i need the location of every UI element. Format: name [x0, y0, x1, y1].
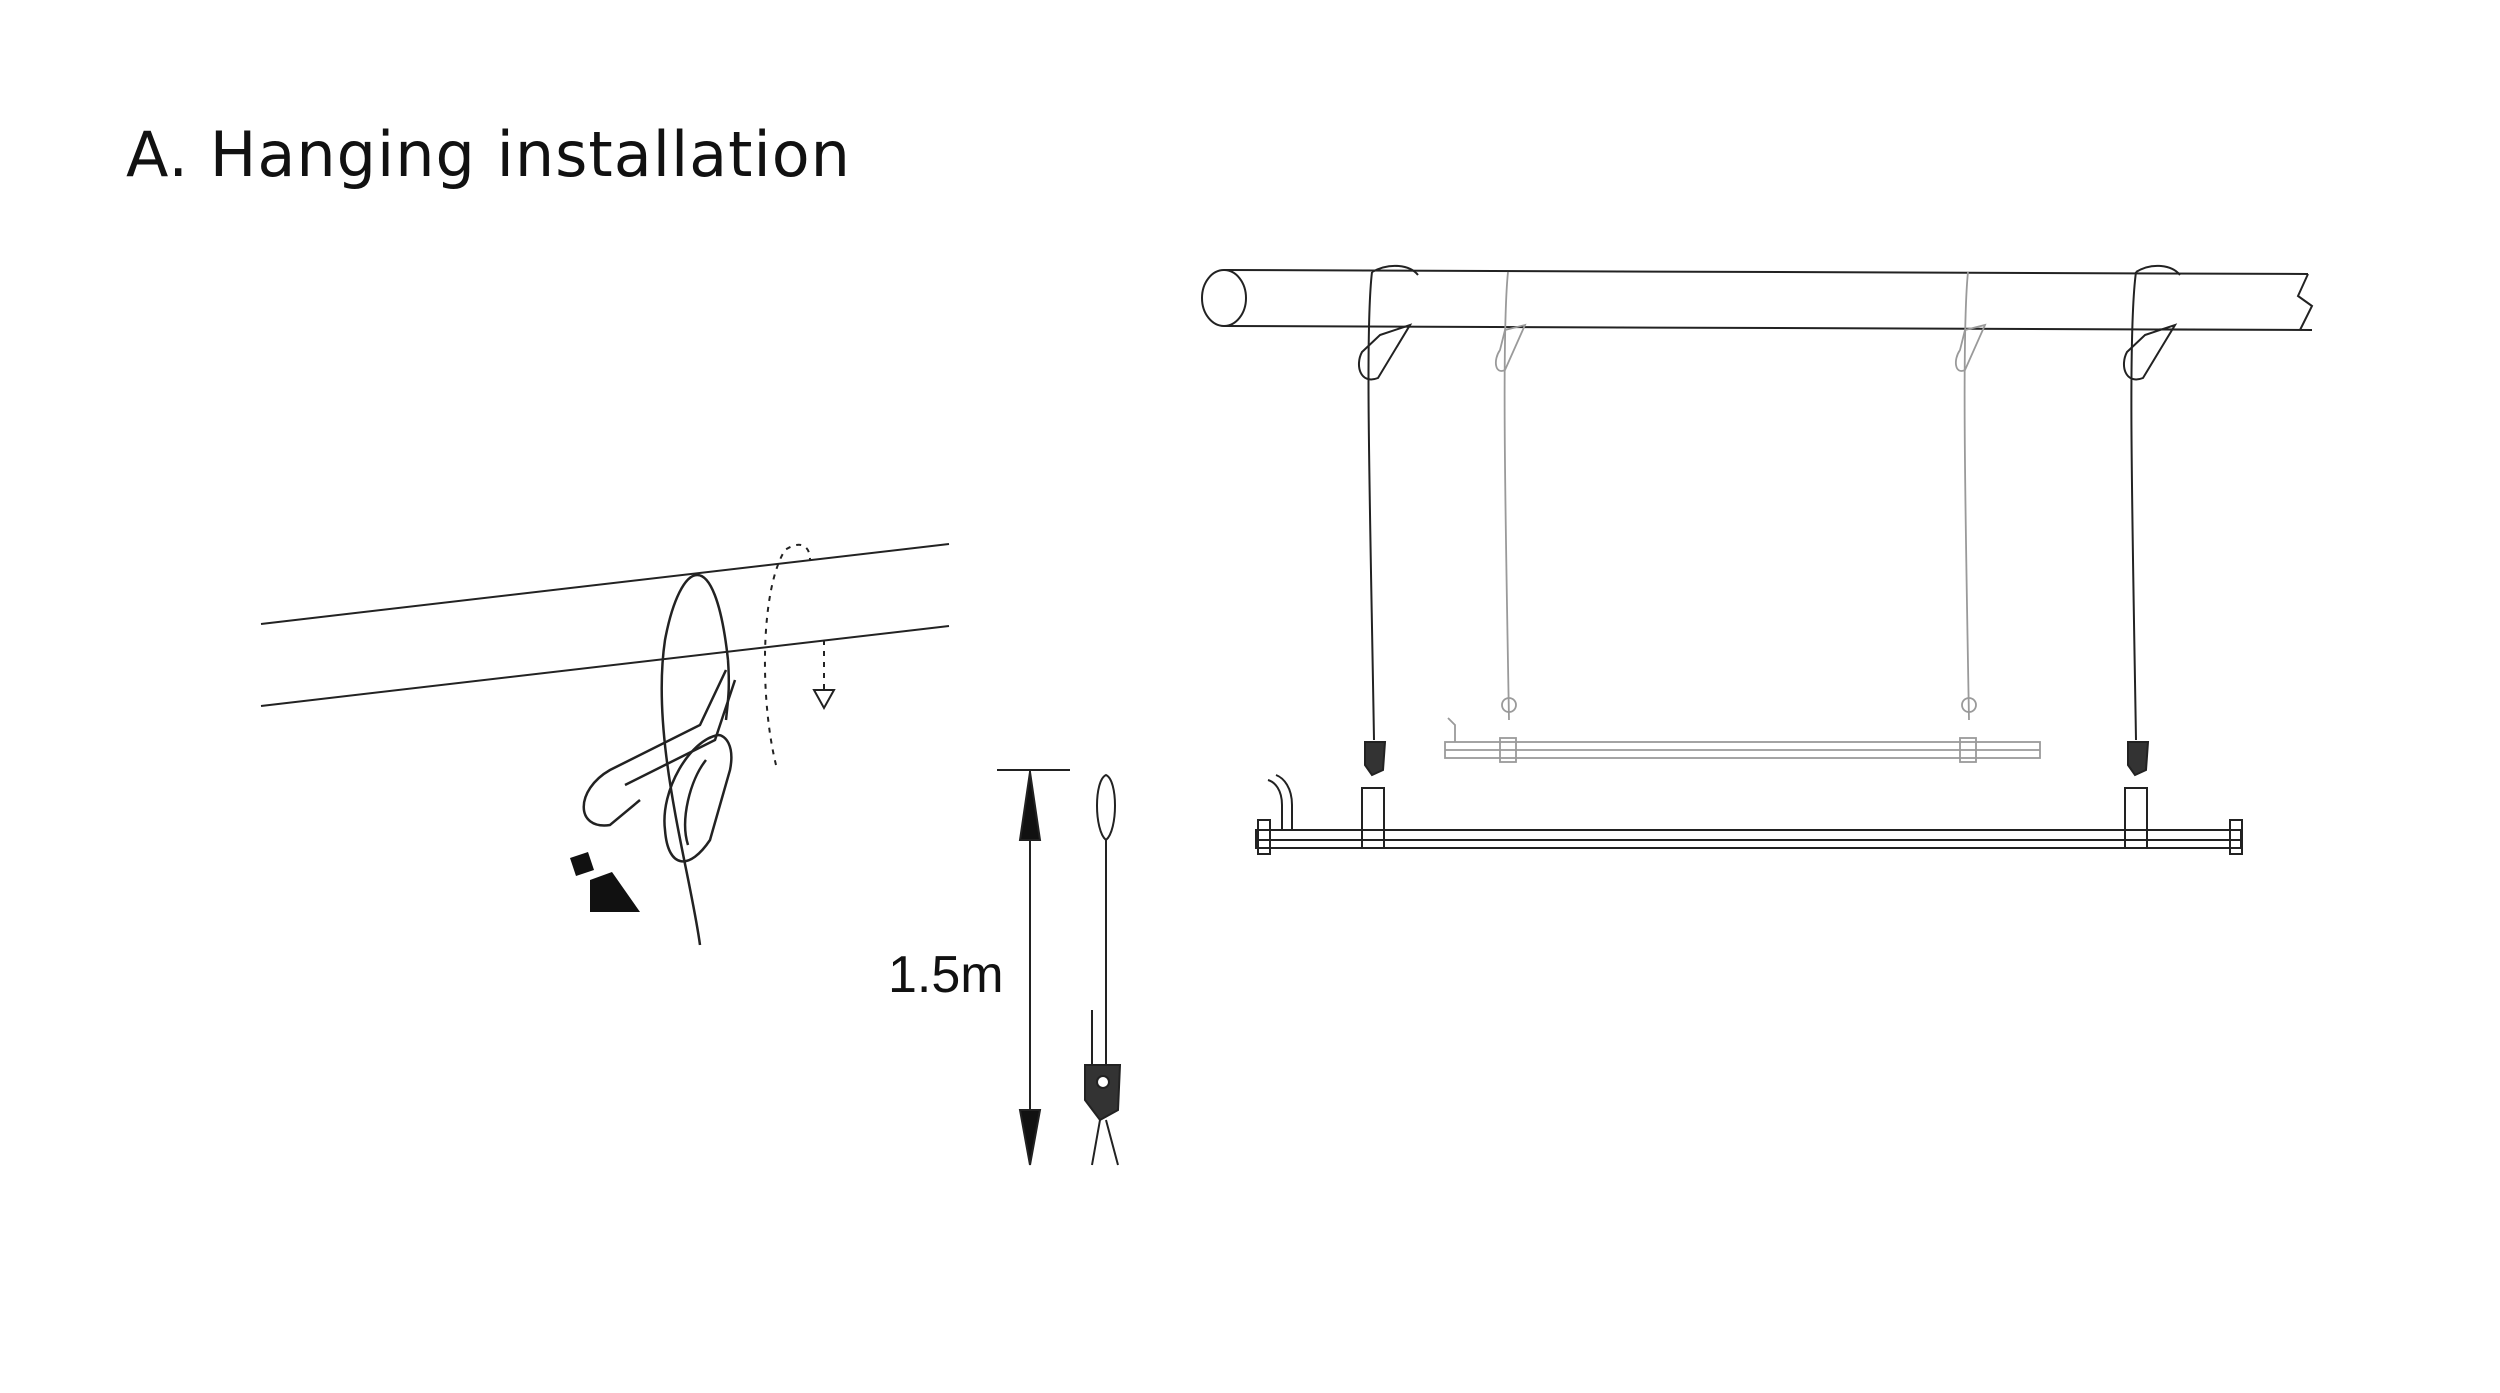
- wire-loop: [660, 573, 731, 946]
- dashed-wrap-arrow: [763, 543, 825, 766]
- dimension-label: 1.5m: [888, 946, 1004, 1004]
- page-title: A. Hanging installation: [126, 118, 851, 191]
- carabiner-icon: [582, 669, 737, 863]
- detail-pipe: [260, 543, 950, 707]
- black-arrow-icon: [570, 852, 640, 912]
- front-fixture: [1255, 264, 2243, 855]
- back-fixture: [1444, 271, 2041, 763]
- triangle-down-icon: [812, 689, 836, 711]
- ratchet-hanger: [1084, 773, 1122, 1166]
- dimension-line: [997, 769, 1070, 1166]
